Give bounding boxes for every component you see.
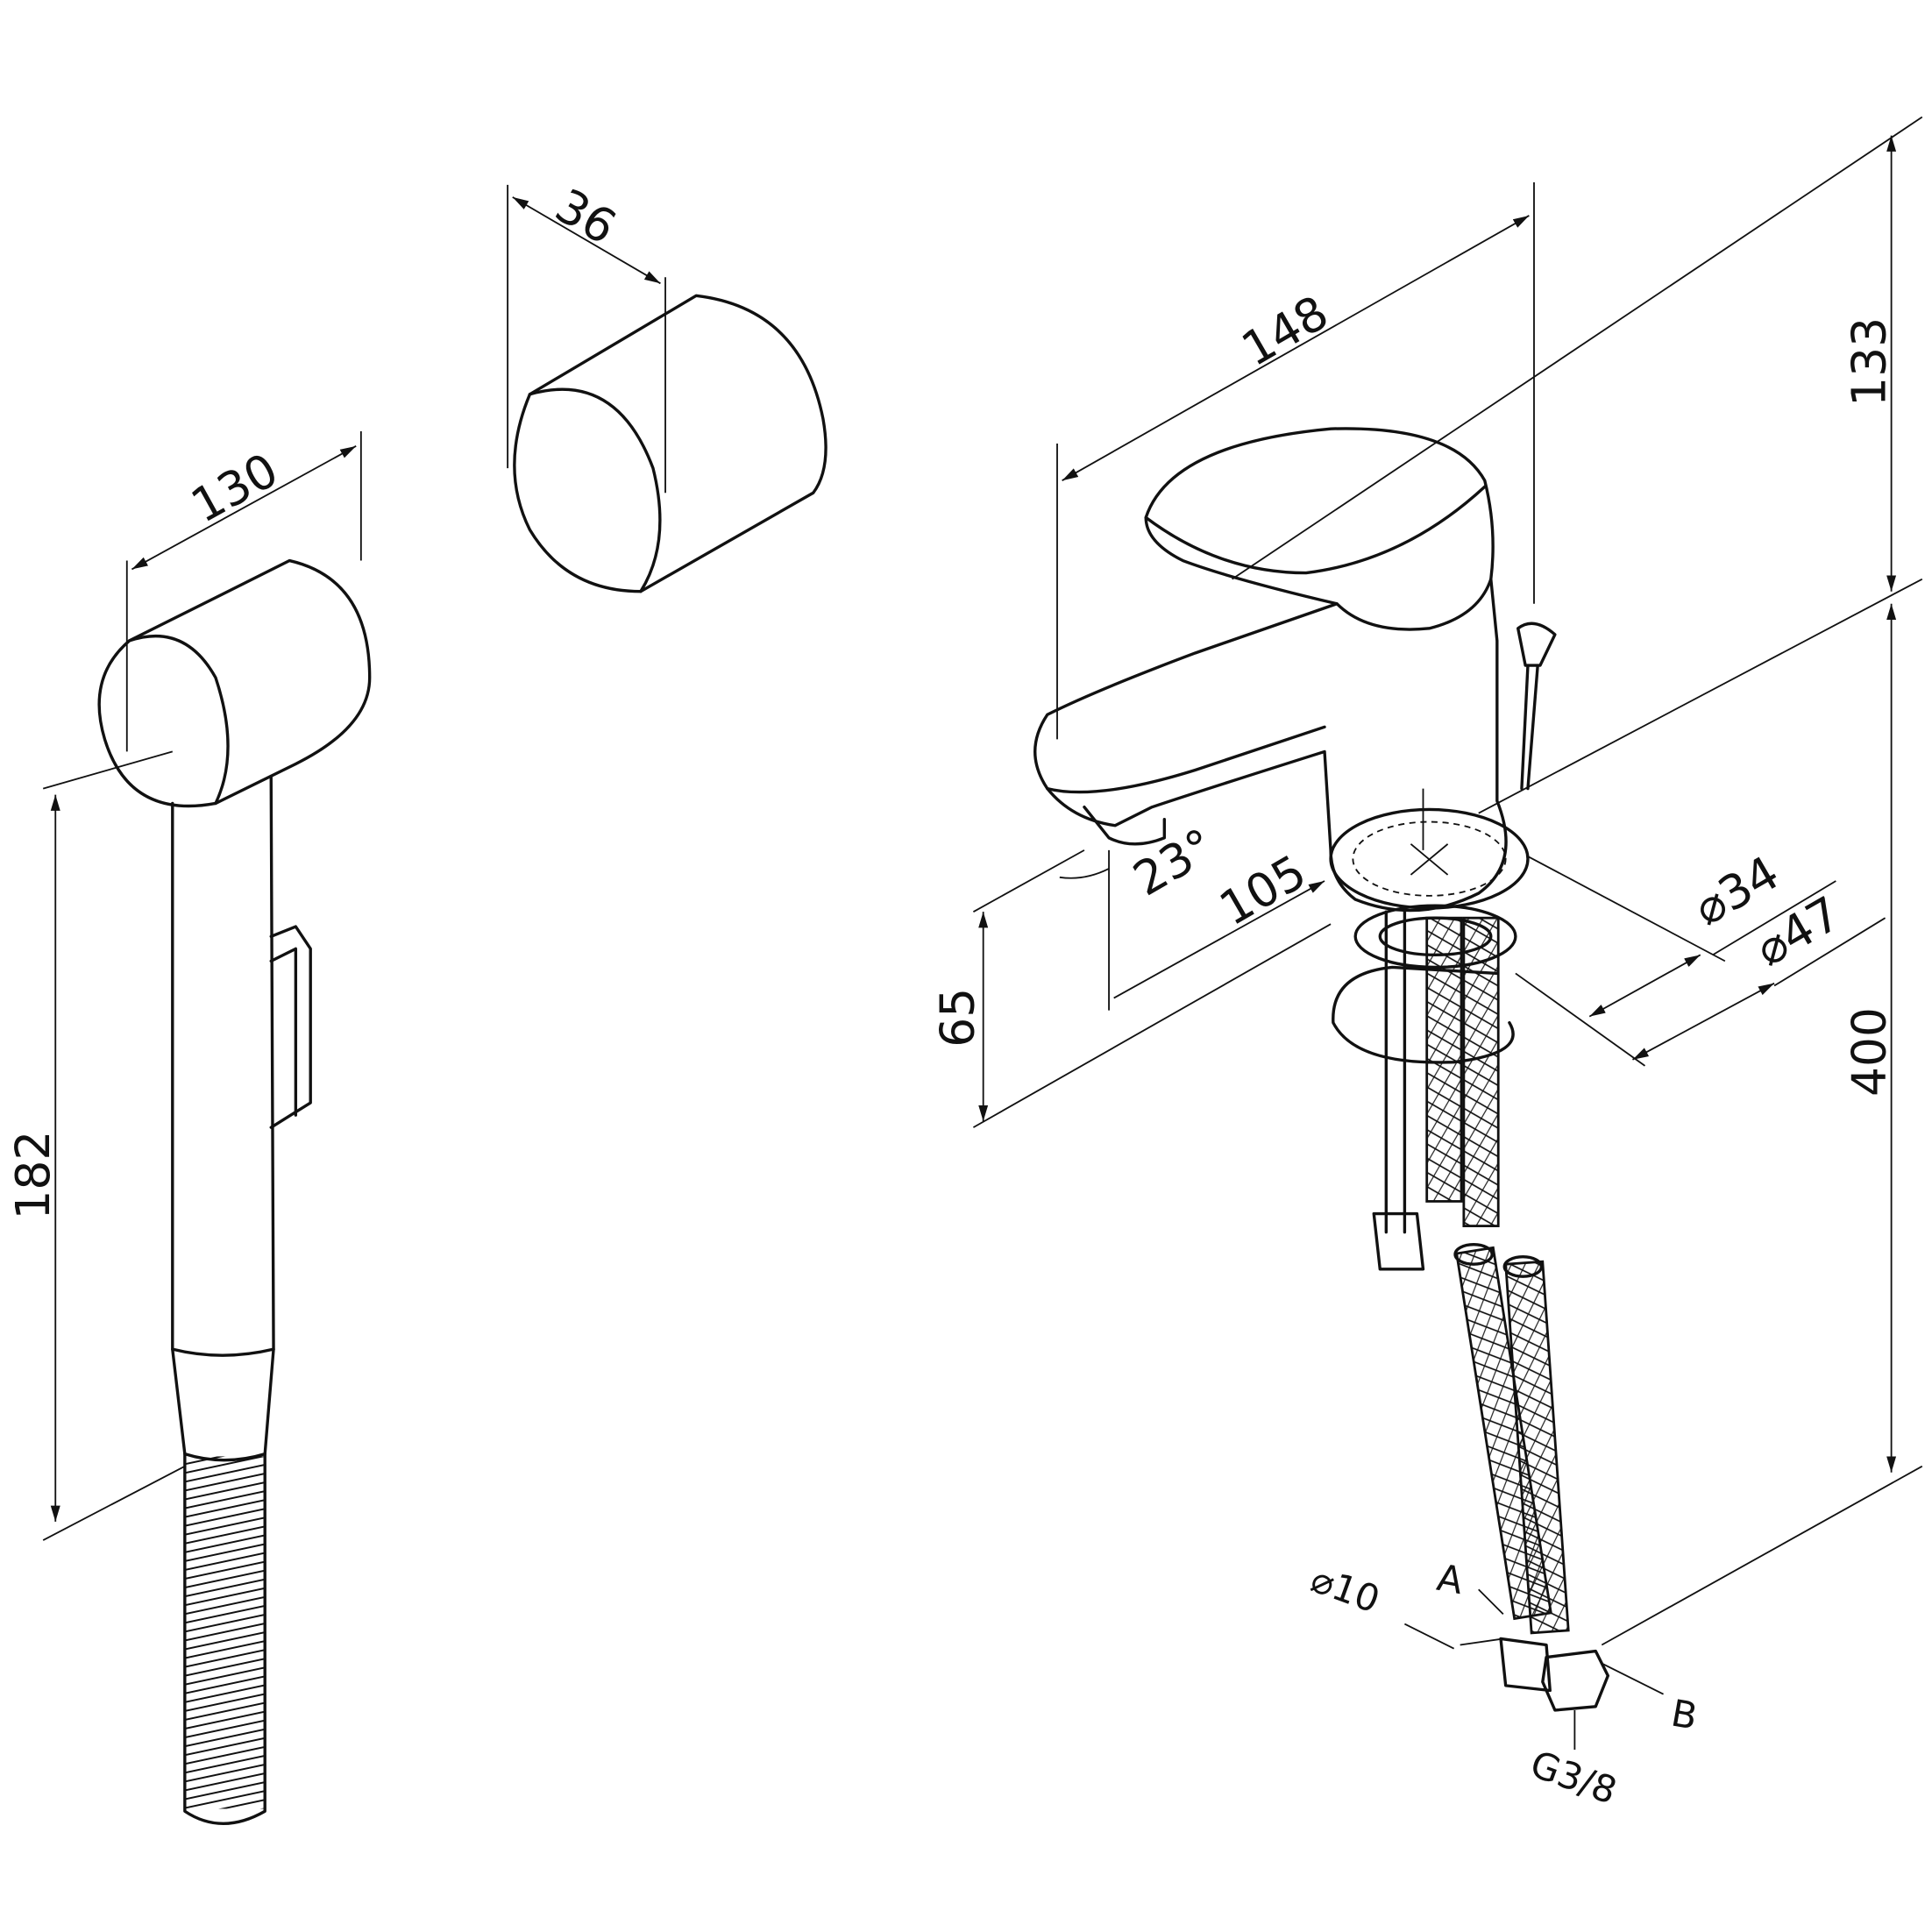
label-b: B xyxy=(1668,1691,1701,1737)
dim-148: 148 xyxy=(1232,285,1338,378)
dim-133: 133 xyxy=(1842,317,1897,407)
dim-d10: ⌀10 xyxy=(1305,1558,1385,1622)
label-a: A xyxy=(1434,1556,1467,1602)
dim-130: 130 xyxy=(182,442,288,534)
hand-shower xyxy=(97,558,372,1825)
dimension-labels: 130 36 148 133 182 23° 105 65 ⌀34 ⌀47 40… xyxy=(5,178,1896,1813)
dim-400: 400 xyxy=(1842,1007,1897,1097)
dim-23deg: 23° xyxy=(1124,818,1223,907)
shower-holder xyxy=(513,294,827,593)
dim-182: 182 xyxy=(5,1131,60,1220)
faucet xyxy=(1033,427,1610,1712)
label-g38: G3/8 xyxy=(1525,1742,1623,1812)
dim-105: 105 xyxy=(1211,844,1316,937)
dim-65: 65 xyxy=(929,988,984,1048)
dimension-lines xyxy=(42,116,1923,1750)
dim-36: 36 xyxy=(546,178,625,256)
